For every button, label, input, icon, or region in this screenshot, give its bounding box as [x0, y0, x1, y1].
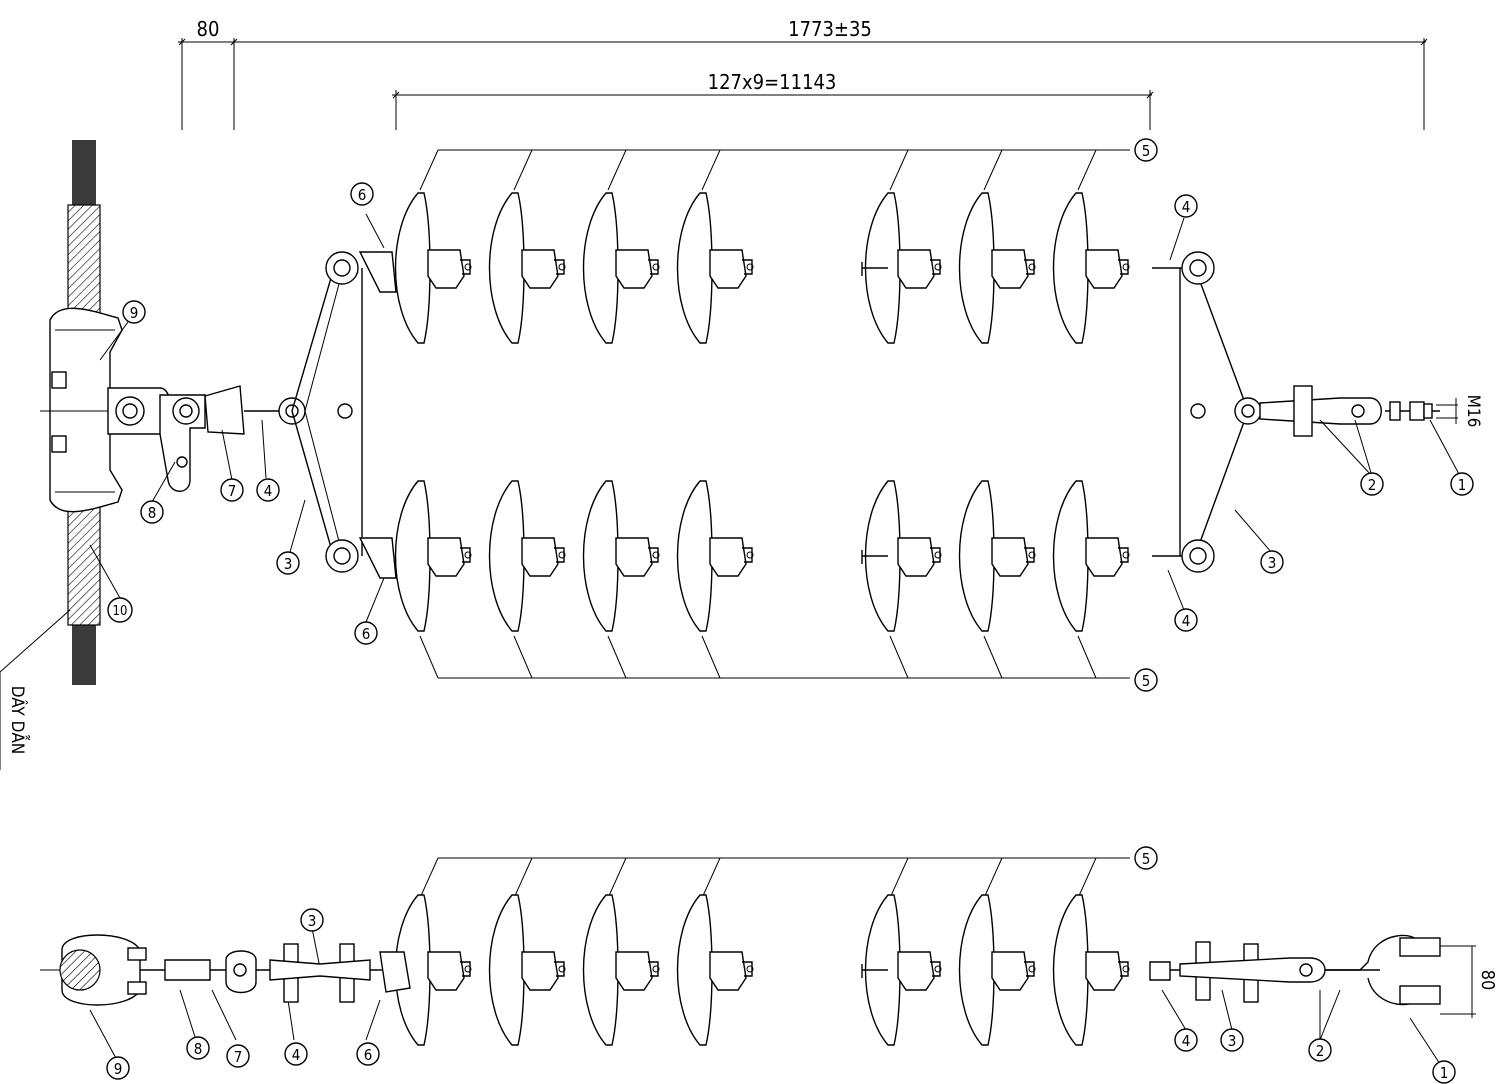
suspension-clamp-top: [40, 307, 306, 513]
callout-3-top-right: 3: [1260, 550, 1284, 574]
svg-text:9: 9: [130, 304, 139, 322]
callout-7-top: 7: [220, 478, 244, 502]
callout-4-top-left: 4: [256, 478, 280, 502]
svg-text:7: 7: [234, 1048, 243, 1066]
callout-5-top: 5: [1134, 138, 1158, 162]
callout-6-top-lower: 6: [354, 621, 378, 645]
callout-4-top-lower: 4: [1174, 608, 1198, 632]
svg-text:4: 4: [264, 482, 273, 500]
svg-text:7: 7: [228, 482, 237, 500]
svg-text:6: 6: [362, 625, 371, 643]
callout-leaders: [89, 149, 1461, 1065]
callout-2-top: 2: [1360, 472, 1384, 496]
svg-text:3: 3: [1268, 554, 1277, 572]
svg-text:2: 2: [1316, 1042, 1325, 1060]
svg-text:6: 6: [358, 186, 367, 204]
callout-9-bottom: 9: [106, 1056, 130, 1080]
svg-text:5: 5: [1142, 850, 1151, 868]
insulator-string-upper: [394, 192, 1130, 344]
callout-3-bottom-right: 3: [1220, 1028, 1244, 1052]
svg-text:5: 5: [1142, 142, 1151, 160]
callout-4-top-upper: 4: [1174, 194, 1198, 218]
tension-fitting-right: [1259, 385, 1440, 437]
svg-text:1: 1: [1458, 476, 1467, 494]
svg-text:3: 3: [1228, 1032, 1237, 1050]
svg-text:4: 4: [1182, 1032, 1191, 1050]
hardware-chain-right: [1149, 934, 1441, 1006]
callout-2-bottom: 2: [1308, 1038, 1332, 1062]
callout-6-bottom: 6: [356, 1042, 380, 1066]
dimension-insulator-pitch: 127x9=11143: [708, 70, 837, 94]
yoke-plate-left: [291, 251, 397, 579]
svg-text:4: 4: [1182, 612, 1191, 630]
dimension-bolt-size: M16: [1463, 395, 1483, 428]
svg-text:10: 10: [113, 604, 128, 619]
callout-5-mid: 5: [1134, 668, 1158, 692]
callout-4-bottom-left: 4: [284, 1042, 308, 1066]
svg-text:3: 3: [308, 912, 317, 930]
callout-9-top: 9: [122, 300, 146, 324]
insulator-string-lower: [394, 480, 1130, 632]
svg-text:8: 8: [148, 504, 157, 522]
callout-1-bottom: 1: [1432, 1060, 1456, 1084]
callout-1-top: 1: [1450, 472, 1474, 496]
svg-text:6: 6: [364, 1046, 373, 1064]
callout-5-bottom: 5: [1134, 846, 1158, 870]
svg-text:2: 2: [1368, 476, 1377, 494]
callout-4-bottom-right: 4: [1174, 1028, 1198, 1052]
callout-3-top-left: 3: [276, 551, 300, 575]
insulator-string-single: [394, 894, 1130, 1046]
callout-7-bottom: 7: [226, 1044, 250, 1068]
conductor-label: DÂY DẪN: [7, 686, 31, 755]
callout-8-top: 8: [140, 500, 164, 524]
hardware-chain-left: [40, 934, 411, 1006]
dimension-lines: [178, 38, 1476, 1018]
callout-10: 10: [107, 597, 133, 623]
dimension-overall-length: 1773±35: [788, 17, 872, 41]
svg-text:4: 4: [1182, 198, 1191, 216]
svg-text:1: 1: [1440, 1064, 1449, 1082]
dimension-spacing-left: 80: [197, 17, 220, 41]
callout-3-bottom-left: 3: [300, 908, 324, 932]
yoke-plate-right: [1152, 251, 1262, 573]
svg-text:3: 3: [284, 555, 293, 573]
callout-6-top-upper: 6: [350, 182, 374, 206]
callout-8-bottom: 8: [186, 1036, 210, 1060]
svg-text:8: 8: [194, 1040, 203, 1058]
svg-text:5: 5: [1142, 672, 1151, 690]
svg-text:9: 9: [114, 1060, 123, 1078]
svg-text:4: 4: [292, 1046, 301, 1064]
dimension-shackle-width: 80: [1477, 970, 1498, 991]
